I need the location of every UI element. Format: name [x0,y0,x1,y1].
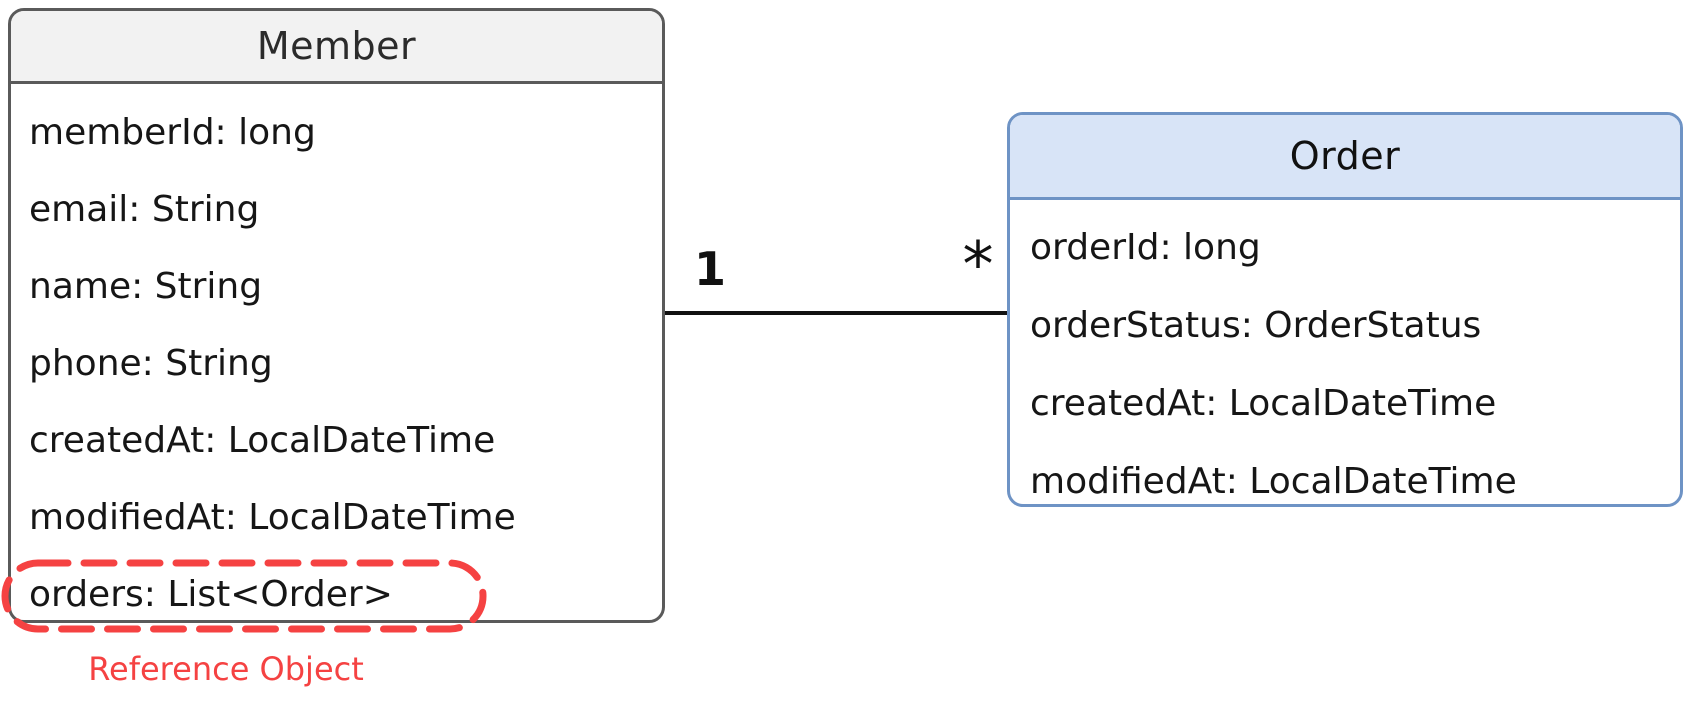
member-field-createdAt: createdAt: LocalDateTime [29,420,496,461]
reference-object-label: Reference Object [88,650,364,688]
member-field-orders: orders: List<Order> [29,574,393,615]
member-field-memberId: memberId: long [29,112,316,153]
member-class-box: Member memberId: long email: String name… [8,8,665,623]
order-class-title: Order [1010,115,1680,200]
member-class-title: Member [11,11,662,84]
order-field-createdAt: createdAt: LocalDateTime [1030,382,1497,424]
order-field-modifiedAt: modifiedAt: LocalDateTime [1030,460,1517,502]
member-field-phone: phone: String [29,343,273,384]
order-class-box: Order orderId: long orderStatus: OrderSt… [1007,112,1683,507]
member-field-modifiedAt: modifiedAt: LocalDateTime [29,497,516,538]
member-field-email: email: String [29,189,260,230]
multiplicity-one-label: 1 [693,242,726,296]
order-class-body: orderId: long orderStatus: OrderStatus c… [1010,200,1680,520]
member-class-body: memberId: long email: String name: Strin… [11,84,662,633]
reference-highlight-ellipse-icon [1,559,487,633]
order-field-orderId: orderId: long [1030,226,1261,268]
multiplicity-many-label: * [962,228,994,301]
order-field-orderStatus: orderStatus: OrderStatus [1030,304,1482,346]
member-field-name: name: String [29,266,263,307]
association-line [665,311,1007,315]
